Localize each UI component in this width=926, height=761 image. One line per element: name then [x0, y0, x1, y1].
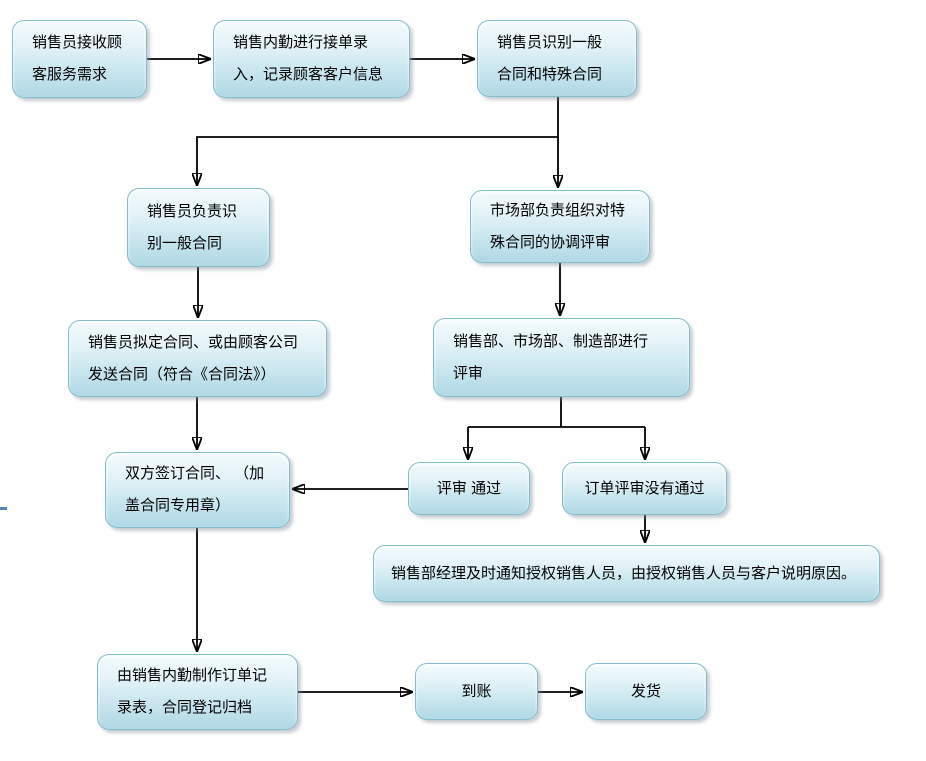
node-dept-review: 销售部、市场部、制造部进行 评审 — [433, 318, 690, 397]
node-special-contract-review: 市场部负责组织对特 殊合同的协调评审 — [470, 190, 650, 263]
node-review-failed: 订单评审没有通过 — [562, 462, 727, 515]
stray-edge-mark — [0, 507, 7, 510]
node-review-passed: 评审 通过 — [408, 462, 530, 515]
node-payment-received: 到账 — [415, 663, 538, 720]
node-draft-contract: 销售员拟定合同、或由顾客公司 发送合同（符合《合同法》） — [68, 320, 327, 397]
node-record-archive: 由销售内勤制作订单记 录表，合同登记归档 — [97, 654, 298, 730]
node-general-contract: 销售员负责识 别一般合同 — [127, 188, 270, 267]
node-receive-request: 销售员接收顾 客服务需求 — [12, 20, 147, 98]
node-order-entry: 销售内勤进行接单录 入，记录顾客客户信息 — [213, 20, 410, 98]
node-sign-contract: 双方签订合同、 （加 盖合同专用章） — [105, 452, 290, 528]
node-ship-goods: 发货 — [585, 663, 707, 720]
node-notify-customer: 销售部经理及时通知授权销售人员，由授权销售人员与客户说明原因。 — [373, 545, 880, 602]
arrow-identify-to-general — [197, 96, 559, 185]
node-identify-contract-type: 销售员识别一般 合同和特殊合同 — [477, 20, 637, 97]
